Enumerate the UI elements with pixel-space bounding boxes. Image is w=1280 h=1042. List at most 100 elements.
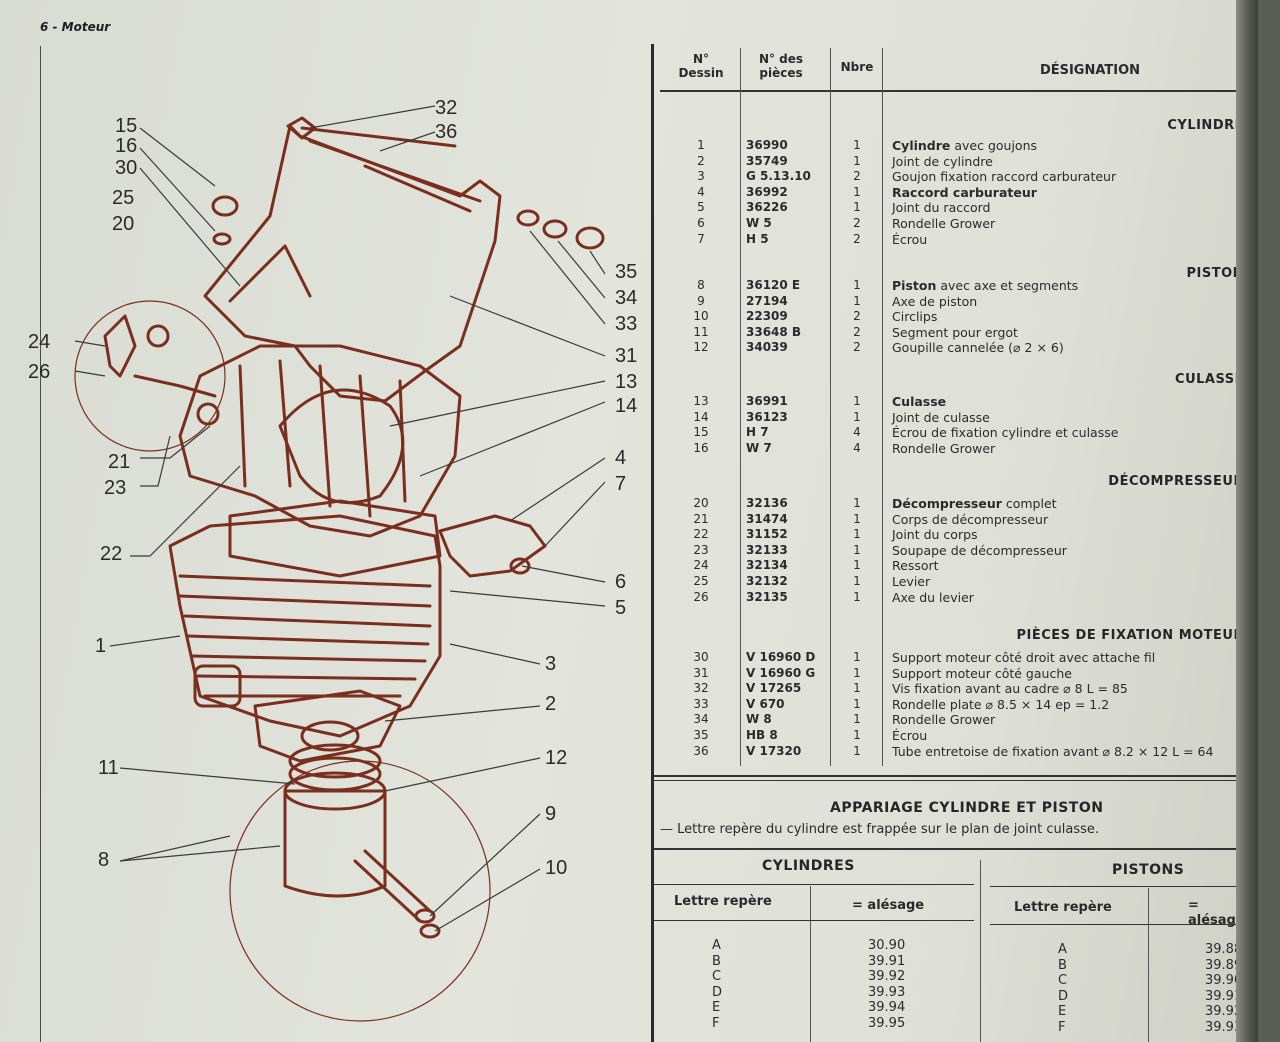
- quantity: 1: [853, 558, 861, 573]
- exploded-view-drawing: 32 36 15 16 30 25 20 35 34 33 31 24 26 1…: [28, 46, 652, 1042]
- pistons-letter: B: [1058, 957, 1067, 973]
- part-number: 36991: [746, 394, 788, 408]
- callout-3: 3: [545, 653, 557, 675]
- part-number: 34039: [746, 340, 788, 355]
- col-sep-3: [882, 48, 883, 766]
- quantity: 1: [853, 743, 861, 758]
- designation: Rondelle plate ⌀ 8.5 × 14 ep = 1.2: [892, 697, 1109, 712]
- pistons-letter: E: [1058, 1004, 1067, 1019]
- part-number: V 670: [746, 696, 785, 711]
- designation-text: Vis fixation avant au cadre ⌀ 8 L = 85: [892, 681, 1128, 697]
- designation-text: Rondelle Grower: [892, 216, 996, 231]
- designation: Raccord carburateur: [892, 185, 1037, 200]
- designation-text: Tube entretoise de fixation avant ⌀ 8.2 …: [892, 743, 1214, 759]
- header-designation: DÉSIGNATION: [1039, 63, 1141, 78]
- part-number: 32132: [746, 574, 788, 588]
- callout-31: 31: [615, 345, 638, 367]
- drawing-number: 32: [693, 681, 709, 696]
- designation-text: Segment pour ergot: [892, 324, 1018, 340]
- designation-text: Joint du corps: [892, 527, 978, 543]
- callout-24: 24: [28, 331, 51, 353]
- part-number: W 5: [746, 216, 772, 230]
- table-row: 14 36123 1 Joint de culasse: [660, 410, 1254, 426]
- designation: Joint du raccord: [892, 200, 990, 215]
- callout-26: 26: [28, 361, 51, 383]
- quantity: 1: [853, 527, 861, 542]
- designation-bold: Cylindre: [892, 138, 951, 153]
- cylindres-bore-value: 39.93: [868, 984, 906, 1000]
- piston-shape: [283, 789, 387, 898]
- designation-text: Rondelle Grower: [892, 440, 996, 456]
- drawing-number: 12: [693, 340, 709, 355]
- quantity: 1: [853, 511, 861, 526]
- part-number: 22309: [746, 309, 788, 324]
- quantity: 1: [853, 728, 861, 742]
- quantity: 1: [853, 138, 861, 152]
- drawing-number: 9: [697, 293, 705, 308]
- quantity: 1: [853, 409, 861, 424]
- callout-1: 1: [95, 635, 107, 657]
- cylindres-bore-value: 39.94: [868, 1000, 906, 1015]
- callout-33: 33: [615, 313, 638, 335]
- designation: Piston avec axe et segments: [892, 278, 1078, 293]
- drawing-number: 22: [693, 527, 709, 542]
- table-header: N° Dessin N° des pièces Nbre DÉSIGNATION: [660, 46, 1254, 96]
- drawing-number: 20: [693, 496, 709, 510]
- part-number: 36992: [746, 184, 788, 199]
- part-number: V 17265: [746, 681, 802, 696]
- quantity: 4: [853, 425, 861, 440]
- designation-text: Goujon fixation raccord carburateur: [892, 169, 1117, 185]
- designation: Joint de culasse: [892, 410, 990, 425]
- quantity: 2: [853, 340, 861, 355]
- appariage-rule: [654, 848, 1250, 850]
- cylindres-bore-value: 39.92: [868, 969, 906, 984]
- drawing-number: 6: [697, 216, 705, 230]
- callout-21: 21: [108, 451, 131, 473]
- drawing-number: 14: [693, 409, 709, 424]
- quantity: 1: [853, 496, 861, 510]
- quantity: 1: [853, 542, 861, 557]
- header-no-pieces: N° des pièces: [758, 52, 804, 80]
- pistons-bore-value: 39.91: [1205, 988, 1243, 1004]
- cyl-rule: [654, 884, 974, 885]
- callout-4: 4: [615, 447, 627, 469]
- col-sep-1: [740, 48, 741, 766]
- drawing-number: 7: [697, 231, 705, 246]
- quantity: 2: [853, 169, 861, 184]
- section-title: CYLINDRE: [1167, 118, 1244, 133]
- part-number: 35749: [746, 153, 788, 168]
- part-number: H 5: [746, 231, 769, 246]
- drawing-number: 13: [693, 394, 709, 408]
- cylindres-bore-value: 39.91: [868, 953, 906, 969]
- part-number: 36990: [746, 138, 788, 152]
- designation: Soupape de décompresseur: [892, 543, 1067, 558]
- quantity: 1: [853, 153, 861, 168]
- designation-text: Joint de culasse: [892, 409, 990, 425]
- cylindres-letter: D: [712, 984, 723, 1000]
- designation-text: Écrou: [892, 728, 928, 743]
- cylindres-letter: A: [712, 938, 721, 953]
- designation: Cylindre avec goujons: [892, 138, 1037, 153]
- designation: Écrou: [892, 232, 927, 247]
- section-title: PIÈCES DE FIXATION MOTEUR: [1016, 628, 1244, 643]
- callout-36: 36: [435, 121, 458, 143]
- cylindres-letter: C: [712, 969, 722, 984]
- designation-text: complet: [1001, 496, 1057, 511]
- part-number: 36123: [746, 409, 788, 424]
- drawing-number: 2: [697, 153, 705, 168]
- designation-bold: Raccord carburateur: [892, 184, 1037, 200]
- pistons-letter: D: [1058, 988, 1069, 1004]
- cylindres-title: CYLINDRES: [762, 858, 855, 874]
- cyl-col-letter: Lettre repère: [674, 894, 772, 909]
- pist-rule: [990, 886, 1250, 887]
